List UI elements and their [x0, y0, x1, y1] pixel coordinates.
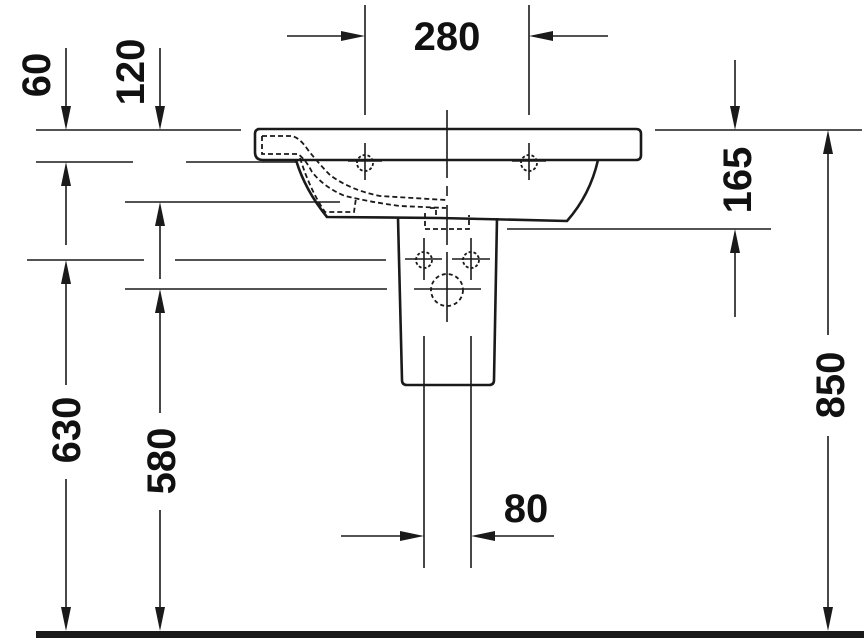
basin-rim	[253, 127, 643, 162]
dim-580: 580	[140, 289, 184, 631]
dim-label-120: 120	[109, 39, 153, 106]
dim-80: 80	[341, 487, 554, 541]
drain-outlet	[424, 213, 470, 230]
pedestal	[396, 217, 499, 568]
dim-label-630: 630	[45, 397, 89, 464]
overflow-channel-lower	[261, 136, 447, 209]
dim-label-165: 165	[716, 147, 760, 214]
extension-lines	[27, 5, 862, 290]
dim-label-850: 850	[809, 352, 853, 419]
dim-850: 850	[809, 130, 853, 631]
pedestal-body	[396, 217, 499, 387]
floor-line	[36, 631, 864, 638]
dim-630: 630	[45, 260, 89, 631]
dim-60: 60	[15, 48, 71, 245]
dim-120: 120	[109, 39, 165, 279]
tap-hole-right	[512, 143, 546, 180]
drain-step	[430, 207, 446, 219]
overflow-inner-wall	[299, 157, 357, 213]
overflow-channel-upper	[262, 135, 447, 201]
dim-label-80: 80	[504, 487, 549, 531]
trap-connection-left	[405, 238, 442, 280]
waste-pipe-circle	[414, 273, 481, 307]
tap-hole-left	[348, 143, 382, 180]
trap-connection-right	[452, 238, 490, 280]
dim-label-60: 60	[15, 53, 59, 98]
dim-280: 280	[287, 15, 608, 59]
dim-label-580: 580	[140, 428, 184, 495]
basin	[253, 127, 643, 230]
dim-165: 165	[716, 60, 760, 317]
dim-label-280: 280	[414, 15, 481, 59]
